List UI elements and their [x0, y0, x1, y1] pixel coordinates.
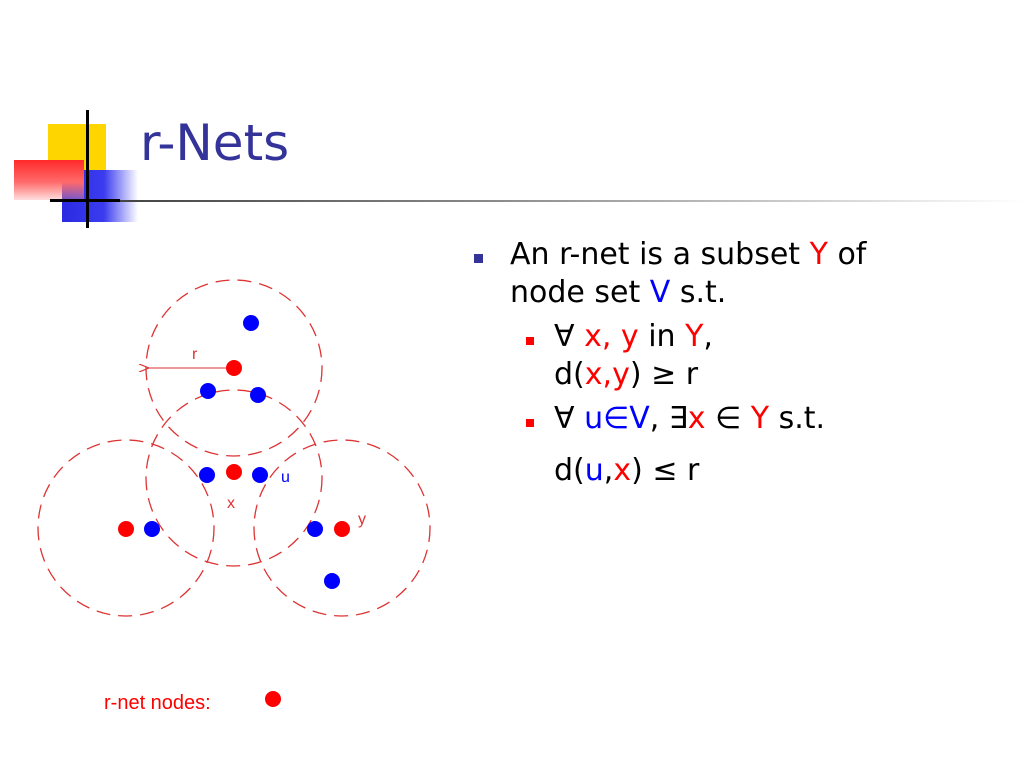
- net-node-y: [334, 521, 350, 537]
- forall-symbol: ∀: [554, 401, 585, 436]
- symbol-x: x: [584, 357, 603, 392]
- node: [144, 521, 160, 537]
- coverage-circle-center: [145, 389, 323, 567]
- symbol-x: x,: [584, 319, 621, 354]
- title-ornament-red: [14, 160, 84, 200]
- exists-symbol: , ∃: [649, 401, 688, 436]
- title-ornament-horizontal-line: [50, 199, 120, 202]
- label-r: r: [192, 346, 198, 363]
- label-x: x: [227, 495, 235, 512]
- text: s.t.: [670, 275, 727, 310]
- symbol-y: y: [612, 357, 630, 392]
- coverage-circle-right: [253, 439, 431, 617]
- text: ,: [602, 357, 613, 392]
- node-u: [252, 467, 268, 483]
- symbol-y: y: [620, 319, 639, 354]
- node: [243, 315, 259, 331]
- text: s.t.: [769, 401, 826, 436]
- symbol-Y: Y: [685, 319, 704, 354]
- element-of-symbol: ∈: [603, 401, 630, 436]
- element-of-symbol: ∈: [705, 401, 751, 436]
- sub-bullet-covering: ∀ u∈V, ∃x ∈ Y s.t. d(u,x) ≤ r: [474, 400, 994, 490]
- sub-bullet-separation: ∀ x, y in Y, d(x,y) ≥ r: [474, 318, 994, 394]
- net-node-left: [118, 521, 134, 537]
- symbol-x: x: [613, 453, 632, 488]
- symbol-Y: Y: [809, 237, 828, 272]
- title-ornament-vertical-line: [86, 110, 89, 228]
- text: node set: [510, 275, 650, 310]
- coverage-circle-left: [37, 439, 215, 617]
- text: ) ≥ r: [629, 357, 699, 392]
- symbol-V: V: [649, 275, 671, 310]
- bullet-definition: An r-net is a subset Y of node set V s.t…: [474, 236, 994, 312]
- symbol-u: u: [584, 401, 604, 436]
- text: ,: [703, 319, 713, 354]
- label-u: u: [281, 469, 290, 486]
- legend-label: r-net nodes:: [104, 692, 211, 714]
- bullet-list: An r-net is a subset Y of node set V s.t…: [474, 236, 994, 490]
- node: [250, 387, 266, 403]
- r-net-diagram: r u x y: [37, 279, 431, 617]
- title-underline: [120, 200, 1024, 202]
- text: d(: [554, 357, 585, 392]
- node: [200, 383, 216, 399]
- text: An r-net is a subset: [510, 237, 810, 272]
- text: d(: [554, 453, 585, 488]
- symbol-x: x: [687, 401, 706, 436]
- legend-net-node-dot: [265, 691, 281, 707]
- symbol-u: u: [584, 453, 604, 488]
- text: of: [827, 237, 867, 272]
- net-node-x: [226, 464, 242, 480]
- label-y: y: [358, 511, 366, 528]
- node: [199, 467, 215, 483]
- forall-symbol: ∀: [554, 319, 585, 354]
- text: ) ≤ r: [631, 453, 700, 488]
- text: ,: [603, 453, 614, 488]
- node: [324, 573, 340, 589]
- symbol-V: V: [629, 401, 650, 436]
- symbol-Y: Y: [750, 401, 770, 436]
- node: [307, 521, 323, 537]
- text: in: [638, 319, 686, 354]
- slide-title: r-Nets: [140, 114, 290, 172]
- net-node-top: [226, 360, 242, 376]
